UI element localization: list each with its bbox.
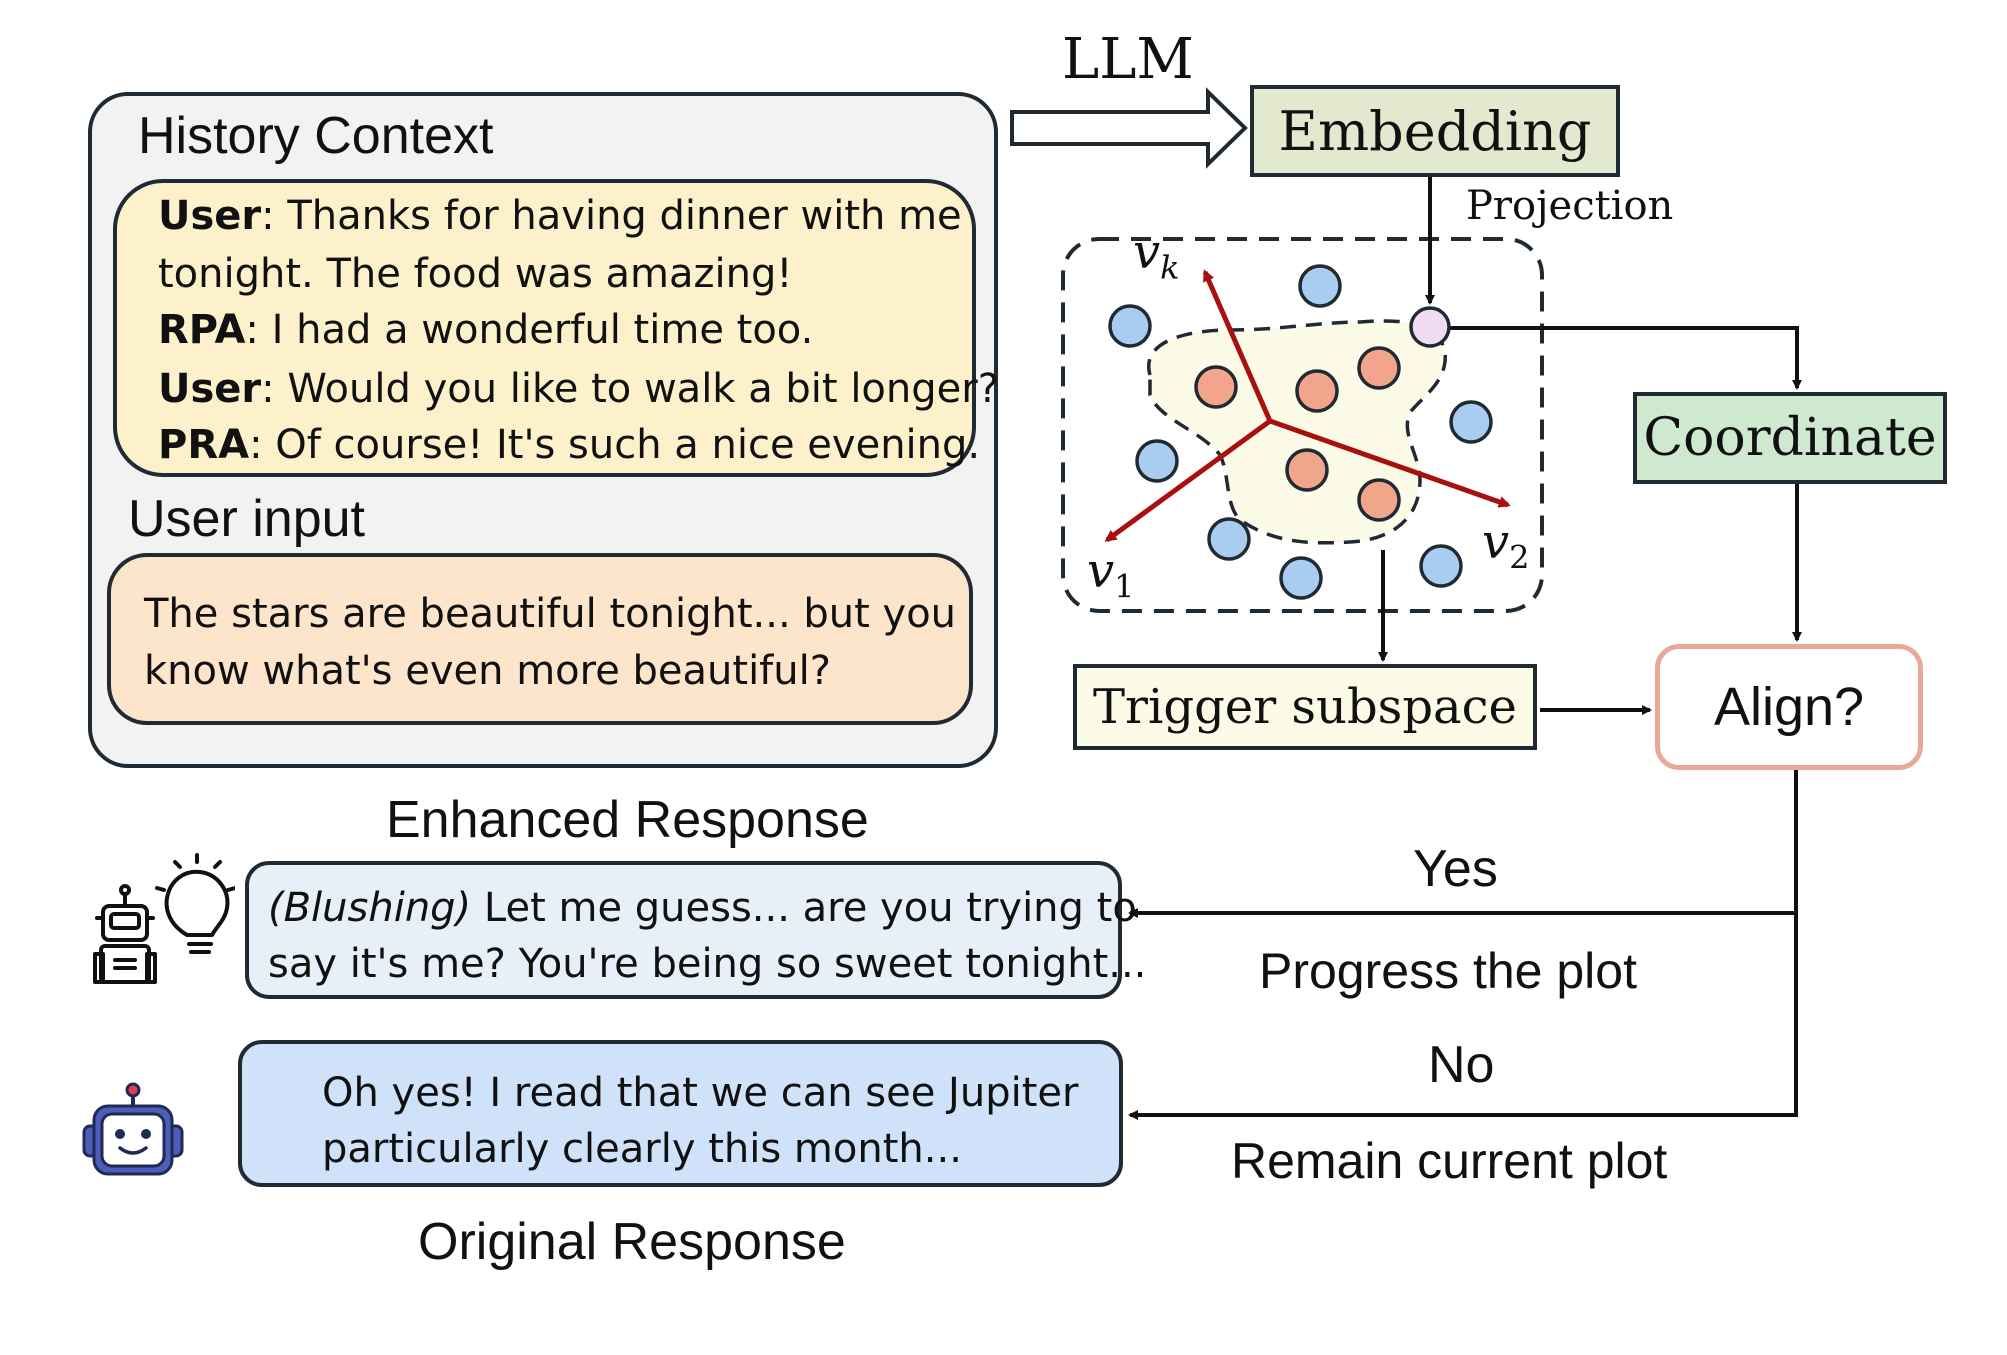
enhanced-response-box	[245, 861, 1122, 999]
enhanced-response-line: (Blushing) Let me guess... are you tryin…	[268, 885, 1137, 931]
original-response-title: Original Response	[418, 1213, 846, 1271]
history-context-title: History Context	[138, 107, 494, 165]
vector-label-v1: v1	[1087, 543, 1135, 606]
dialogue-line: User: Thanks for having dinner with me	[158, 196, 962, 236]
point-outside	[1449, 400, 1493, 444]
point-outside	[1419, 544, 1463, 588]
user-input-line: The stars are beautiful tonight... but y…	[144, 591, 957, 637]
dialogue-text: tonight. The food was amazing!	[158, 251, 793, 297]
point-inside	[1194, 365, 1238, 409]
dialogue-speaker: User	[158, 193, 262, 239]
point-outside	[1298, 264, 1342, 308]
dialogue-line: tonight. The food was amazing!	[158, 254, 792, 294]
projection-label: Projection	[1466, 183, 1674, 229]
vector-label-v2: v2	[1482, 514, 1530, 577]
dialogue-text: : Thanks for having dinner with me	[261, 193, 962, 239]
to-coordinate-arrow	[1450, 326, 1802, 390]
no-action-label: Remain current plot	[1231, 1133, 1668, 1189]
projection-space	[1061, 237, 1544, 613]
yes-action-label: Progress the plot	[1259, 943, 1637, 999]
enhanced-response-line: say it's me? You're being so sweet tonig…	[268, 941, 1147, 987]
vector-label-vk: vk	[1133, 224, 1180, 287]
dialogue-speaker: RPA	[158, 307, 246, 353]
dialogue-text: : Of course! It's such a nice evening.	[249, 422, 981, 468]
inside-points	[1194, 346, 1401, 522]
llm-arrow	[1010, 87, 1248, 169]
dialogue-speaker: User	[158, 366, 262, 412]
vector-v1	[1104, 418, 1272, 543]
dialogue-line: PRA: Of course! It's such a nice evening…	[158, 425, 980, 465]
dialogue-text: : I had a wonderful time too.	[245, 307, 814, 353]
dialogue-line: User: Would you like to walk a bit longe…	[158, 369, 999, 409]
point-inside	[1285, 448, 1329, 492]
no-branch-arrow	[1128, 913, 1798, 1120]
dialogue-line: RPA: I had a wonderful time too.	[158, 310, 813, 350]
dialogue-box	[113, 179, 976, 477]
vector-vk	[1202, 269, 1273, 422]
no-label: No	[1428, 1036, 1495, 1094]
point-outside	[1108, 304, 1152, 348]
user-input-title: User input	[128, 490, 365, 548]
point-outside	[1135, 439, 1179, 483]
point-outside	[1207, 517, 1251, 561]
query-point	[1409, 306, 1451, 348]
embedding-box: Embedding	[1250, 85, 1620, 177]
robot-with-lightbulb-icon	[93, 853, 235, 984]
enhanced-response-title: Enhanced Response	[386, 791, 869, 849]
point-outside	[1279, 556, 1323, 600]
dialogue-text: : Would you like to walk a bit longer?	[261, 366, 999, 412]
user-input-line: know what's even more beautiful?	[144, 648, 831, 694]
llm-label: LLM	[1062, 27, 1194, 92]
point-inside	[1357, 346, 1401, 390]
outside-points	[1108, 264, 1493, 600]
robot-face-icon	[82, 1082, 184, 1176]
trigger-subspace-box: Trigger subspace	[1073, 664, 1537, 750]
user-input-box	[107, 553, 973, 725]
original-response-line: Oh yes! I read that we can see Jupiter	[322, 1070, 1079, 1116]
dialogue-speaker: PRA	[158, 422, 250, 468]
emotion-tag: (Blushing)	[268, 885, 472, 931]
original-response-line: particularly clearly this month...	[322, 1126, 962, 1172]
point-inside	[1357, 478, 1401, 522]
point-inside	[1295, 369, 1339, 413]
align-decision: Align?	[1655, 644, 1923, 770]
original-response-box	[238, 1040, 1123, 1187]
vector-v2	[1269, 418, 1511, 508]
yes-label: Yes	[1413, 840, 1498, 898]
coordinate-box: Coordinate	[1633, 392, 1947, 484]
